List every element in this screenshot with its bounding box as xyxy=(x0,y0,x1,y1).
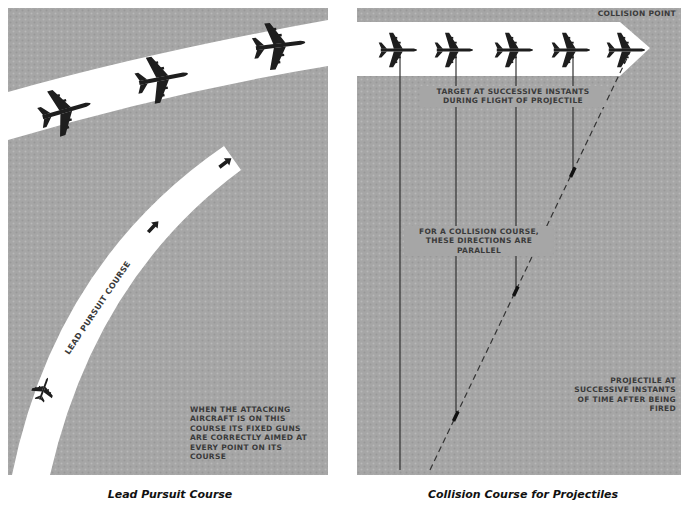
panel-ground xyxy=(357,8,681,475)
target-aircraft xyxy=(607,33,646,67)
target-note: TARGET AT SUCCESSIVE INSTANTS DURING FLI… xyxy=(420,86,606,107)
projectile xyxy=(454,412,459,422)
course-arrow xyxy=(145,218,162,235)
target-aircraft xyxy=(495,33,534,67)
projectile-note: PROJECTILE AT SUCCESSIVE INSTANTS OF TIM… xyxy=(560,376,676,414)
target-aircraft xyxy=(552,33,591,67)
target-aircraft xyxy=(379,33,418,67)
projectile xyxy=(514,287,519,297)
target-aircraft xyxy=(34,81,97,141)
attacking-aircraft xyxy=(29,374,58,405)
projectile-path xyxy=(430,52,630,470)
projectile xyxy=(571,168,576,178)
course-arrow xyxy=(217,155,234,171)
target-aircraft xyxy=(435,33,474,67)
direction-line xyxy=(572,52,573,172)
direction-line xyxy=(399,52,400,470)
caption: Lead Pursuit Course xyxy=(20,488,320,502)
target-band xyxy=(357,22,650,76)
point-label: COLLISION POINT xyxy=(560,9,676,18)
panel-ground xyxy=(8,8,328,475)
parallel-note: FOR A COLLISION COURSE, THESE DIRECTIONS… xyxy=(404,226,554,256)
target-aircraft xyxy=(132,51,192,107)
target-aircraft xyxy=(250,19,308,72)
course-note: WHEN THE ATTACKING AIRCRAFT IS ON THIS C… xyxy=(190,405,318,461)
caption: Collision Course for Projectiles xyxy=(365,488,681,502)
